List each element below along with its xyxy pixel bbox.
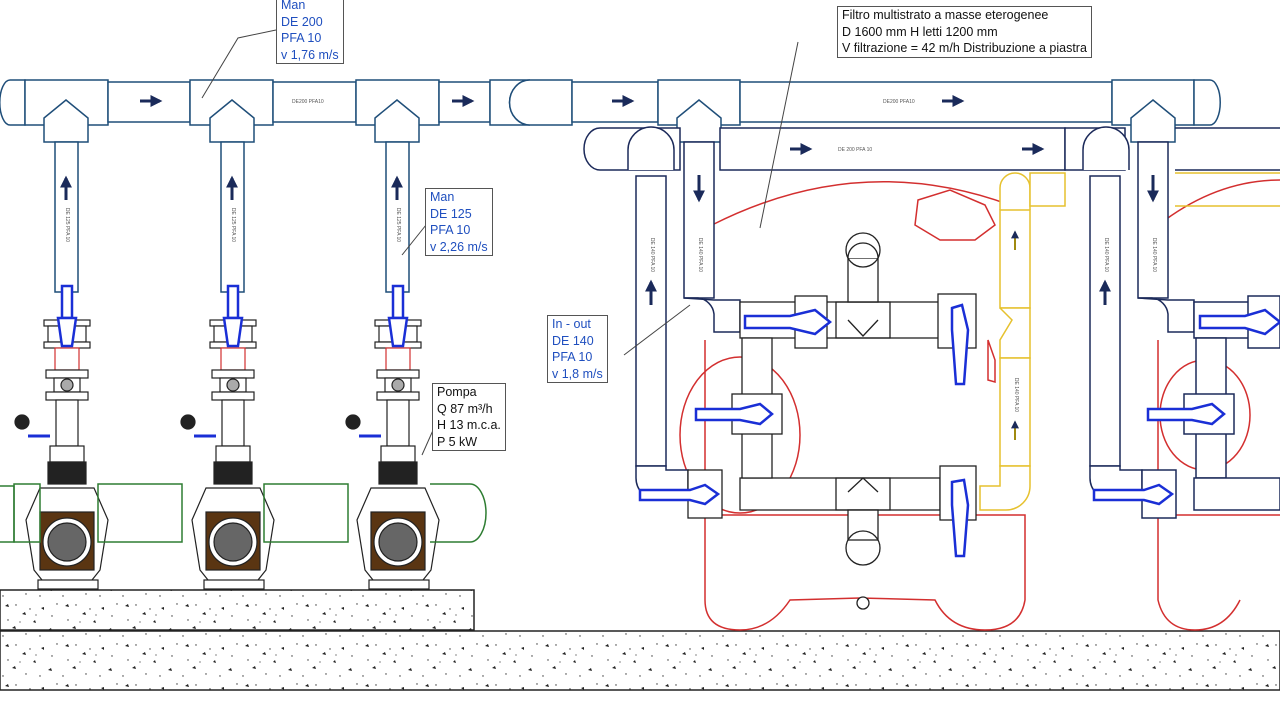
pipe-label-collector: DE 200 PFA 10	[838, 147, 872, 153]
note-line: H 13 m.c.a.	[437, 418, 501, 432]
leader-lines	[201, 29, 799, 456]
pump-assembly-2	[179, 284, 276, 591]
note-line: v 1,76 m/s	[281, 47, 339, 62]
note-line: v 1,8 m/s	[552, 366, 603, 381]
flow-arrows-filter-2	[1099, 175, 1159, 305]
filter-2-valves	[1092, 308, 1280, 506]
note-pump: Pompa Q 87 m³/h H 13 m.c.a. P 5 kW	[432, 383, 506, 451]
pipe-label-vertical: DE 125 PFA 10	[230, 208, 236, 242]
note-line: PFA 10	[430, 223, 471, 237]
note-filter-inout: In - out DE 140 PFA 10 v 1,8 m/s	[547, 315, 608, 383]
pipe-label-vertical: DE 140 PFA 10	[1103, 238, 1109, 272]
pump-assembly-3	[344, 284, 441, 591]
suction-pipe	[0, 483, 487, 543]
pipe-label-vertical: DE 140 PFA 10	[697, 238, 703, 272]
header-manifold	[0, 79, 1221, 126]
note-line: D 1600 mm H letti 1200 mm	[842, 24, 998, 39]
note-line: DE 140	[552, 333, 594, 348]
note-line: v 2,26 m/s	[430, 239, 488, 254]
flow-arrows-risers	[60, 175, 403, 200]
note-line: PFA 10	[281, 31, 322, 45]
note-manifold-main: Man DE 200 PFA 10 v 1,76 m/s	[276, 0, 344, 64]
filter-1-legs	[627, 126, 741, 501]
note-line: In - out	[552, 317, 591, 331]
note-line: DE 200	[281, 14, 323, 29]
note-pump-riser: Man DE 125 PFA 10 v 2,26 m/s	[425, 188, 493, 256]
backwash-pipe	[979, 172, 1280, 511]
note-filter: Filtro multistrato a masse eterogenee D …	[837, 6, 1092, 58]
note-line: PFA 10	[552, 350, 593, 364]
note-line: Q 87 m³/h	[437, 401, 493, 416]
note-line: Man	[281, 0, 306, 12]
note-line: V filtrazione = 42 m/h Distribuzione a p…	[842, 41, 1087, 55]
filter-1-valves	[638, 303, 970, 558]
flow-arrows-filter-1	[645, 175, 705, 305]
note-line: Pompa	[437, 385, 477, 399]
filter-tank-1	[679, 181, 1026, 631]
note-line: DE 125	[430, 206, 472, 221]
pipe-label-vertical: DE 125 PFA 10	[395, 208, 401, 242]
header-tees	[43, 99, 1176, 143]
note-line: Filtro multistrato a masse eterogenee	[842, 8, 1049, 22]
pipe-label-vertical: DE 125 PFA 10	[64, 208, 70, 242]
note-line: P 5 kW	[437, 434, 478, 449]
pipe-label-header: DE200 PFA10	[292, 99, 324, 105]
note-line: Man	[430, 190, 455, 204]
pipe-label-header-right: DE200 PFA10	[883, 99, 915, 105]
pipe-label-vertical: DE 140 PFA 10	[1151, 238, 1157, 272]
pipe-label-vertical: DE 140 PFA 10	[649, 238, 655, 272]
pipe-label-vertical: DE 140 PFA 10	[1013, 378, 1019, 412]
concrete-base	[0, 589, 1280, 691]
pump-assembly	[14, 284, 109, 590]
